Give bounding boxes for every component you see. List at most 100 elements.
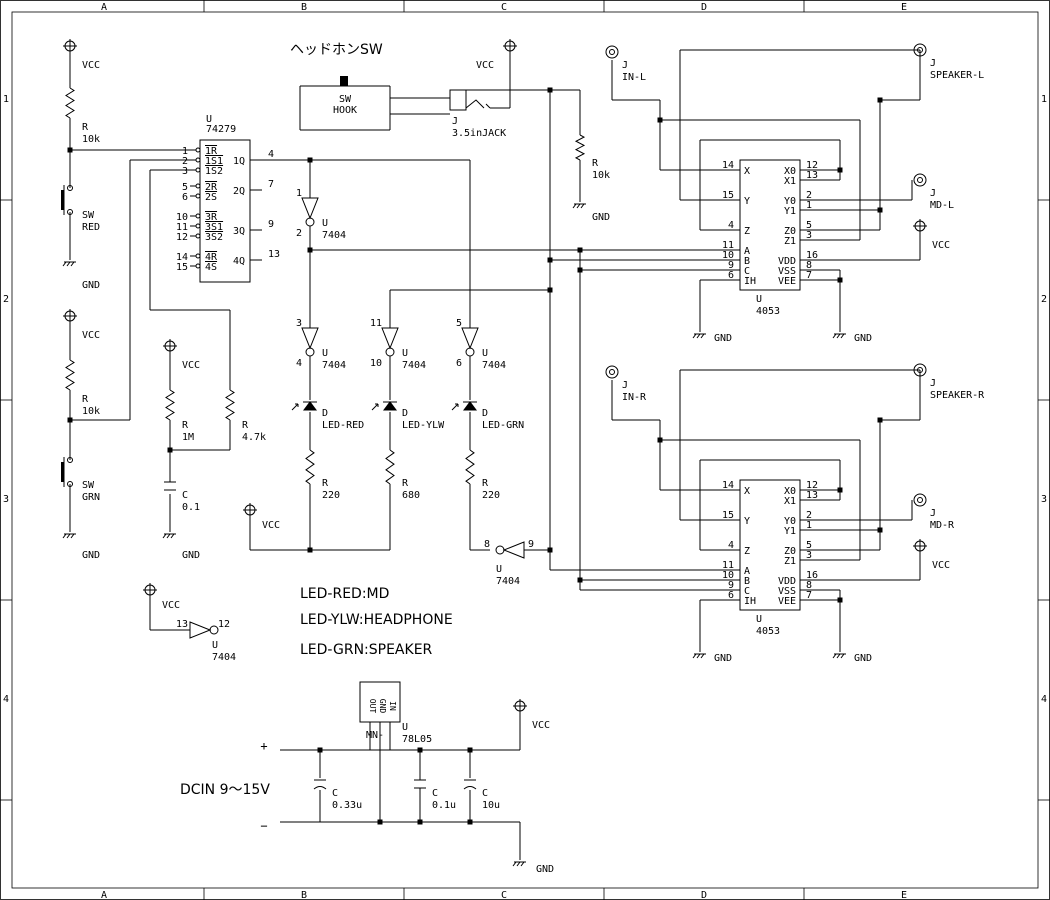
ic-4053-lower-pin-num: 15 [722,510,734,521]
resistor-r6 [385,449,395,485]
frame-row-3-right: 3 [1041,494,1047,505]
frame-row-4-right: 4 [1041,694,1047,705]
ic-74279-pin-bubble [195,147,201,153]
vcc-label-5: VCC [476,60,494,71]
inverter-g2-pin-in: 3 [296,318,302,329]
ic-74279-pin-bubble [195,253,201,259]
ic-74279-body [199,139,251,283]
vcc-label-4: VCC [262,520,280,531]
gnd-label-2: GND [82,550,100,561]
junction-dot-29 [307,547,313,553]
ic-4053-upper-pin-num-right: 7 [806,270,812,281]
ic-4053-lower-pin-name-right: Z1 [784,556,796,567]
ic-4053-lower-pin-num-right: 16 [806,570,818,581]
jack-spk-r-val: SPEAKER-R [930,390,985,401]
inverter-g6-bubble [209,625,219,635]
gnd-label-7: GND [714,653,732,664]
ic-4053-upper-pin-name: Z [744,226,750,237]
inverter-g6 [189,621,212,639]
ic-74279-pin-bubble [195,223,201,229]
note-line-2: LED-YLW:HEADPHONE [300,612,453,628]
resistor-r8-ref: R [592,158,599,169]
junction-dot-7 [547,257,553,263]
ic-4053-upper-pin-name-right: VEE [778,276,796,287]
resistor-r5-val: 220 [322,490,340,501]
ic-4053-lower-pin-name: Y [744,516,750,527]
resistor-r6-val: 680 [402,490,420,501]
jack-spk-l-ref: J [930,58,936,69]
vcc-label-1: VCC [82,60,100,71]
ic-4053-upper-pin-name: B [744,256,750,267]
frame-row-2-right: 2 [1041,294,1047,305]
ic-74279-out-name: 1Q [233,156,245,167]
junction-dot-4 [307,157,313,163]
ic-4053-lower-pin-name-right: VDD [778,576,796,587]
regulator-78l05-body [359,681,401,723]
capacitor-c4-ref: C [482,788,488,799]
ic-4053-upper-pin-name-right: VDD [778,256,796,267]
vcc-label-8: VCC [162,600,180,611]
gnd-symbol-5 [692,333,706,339]
resistor-r3-val: 1M [182,432,194,443]
ic-4053-lower-ref: U [756,614,762,625]
jack-in-l-ref: J [622,60,628,71]
frame-col-b-bottom: B [301,890,307,900]
ic-4053-upper-pin-num-right: 8 [806,260,812,271]
ic-4053-lower-pin-num: 9 [728,580,734,591]
vcc-symbol-3 [163,339,177,353]
ic-4053-upper-pin-num-right: 12 [806,160,818,171]
headphone-hook-line2: HOOK [333,105,357,116]
junction-dot-16 [837,167,843,173]
ic-4053-lower-pin-num-right: 8 [806,580,812,591]
capacitor-c1-val: 0.1 [182,502,200,513]
ic-4053-upper-body [739,159,801,291]
ic-4053-lower-pin-name-right: Z0 [784,546,796,557]
inverter-g3-val: 7404 [402,360,426,371]
led-red-ref: D [322,408,328,419]
headphone-jack-ref: J [452,116,458,127]
inverter-g2-pin-out: 4 [296,358,302,369]
jack-speaker-r [913,363,927,377]
ic-4053-lower-pin-num-right: 2 [806,510,812,521]
ic-74279-pin-name: 1R [205,146,218,157]
headphone-jack-val: 3.5inJACK [452,128,506,139]
ic-74279-pin-bubble [195,157,201,163]
ic-74279-out-num: 7 [268,179,274,190]
frame-col-b: B [301,2,307,13]
ic-4053-lower-pin-name: Z [744,546,750,557]
ic-4053-lower-pin-num-right: 7 [806,590,812,601]
capacitor-c3-val: 0.1u [432,800,456,811]
junction-dot-2 [67,417,73,423]
frame-col-a: A [101,2,107,13]
capacitor-c3-ref: C [432,788,438,799]
ic-4053-upper-pin-name-right: Z1 [784,236,796,247]
ic-4053-lower-pin-num-right: 3 [806,550,812,561]
ic-4053-upper-pin-name: A [744,246,750,257]
ic-74279-pin-name: 4S [205,262,217,273]
ic-4053-upper-pin-num: 11 [722,240,734,251]
resistor-r6-ref: R [402,478,409,489]
regulator-pin-name: IN [388,701,397,711]
inverter-g3-ref: U [402,348,408,359]
junction-dot-3 [167,447,173,453]
resistor-r5 [305,449,315,485]
ic-4053-upper-pin-num-right: 3 [806,230,812,241]
junction-dot-28 [467,819,473,825]
ic-74279-out-num: 4 [268,149,274,160]
led-ylw-val: LED-YLW [402,420,445,431]
inverter-g2-val: 7404 [322,360,346,371]
jack-md-r-ref: J [930,508,936,519]
vcc-label-9: VCC [532,720,550,731]
junction-dot-1 [67,147,73,153]
vcc-label-2: VCC [82,330,100,341]
symbols-layer [61,39,927,867]
frame-row-3: 3 [3,494,9,505]
inverter-g5-bubble [495,545,505,555]
capacitor-c4 [463,779,477,790]
inverter-g1-pin-out: 2 [296,228,302,239]
capacitor-c4-val: 10u [482,800,500,811]
inverter-g2 [301,327,319,350]
switch-red [61,185,73,215]
inverter-g5-pin-out: 8 [484,539,490,550]
